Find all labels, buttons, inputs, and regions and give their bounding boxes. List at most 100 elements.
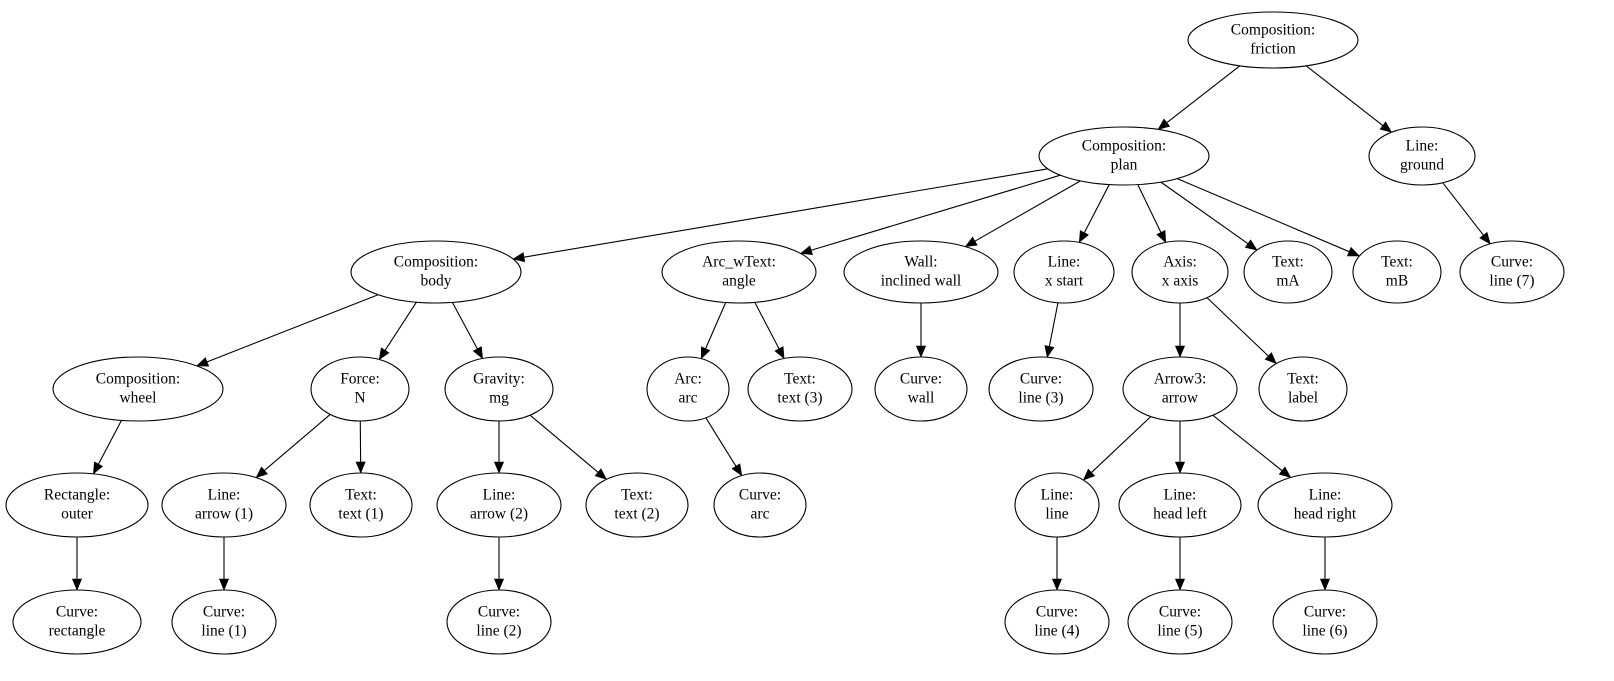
- node-shape-curvearc[interactable]: [713, 472, 807, 538]
- edge-plan-to-mA: [1160, 181, 1249, 245]
- node-arrow2[interactable]: Line:arrow (2): [436, 472, 562, 538]
- edge-friction-to-ground: [1305, 65, 1384, 126]
- node-textlabel[interactable]: Text:label: [1258, 356, 1348, 422]
- node-text3[interactable]: Text:text (3): [747, 356, 853, 422]
- node-shape-text2[interactable]: [585, 472, 689, 538]
- node-shape-arrow2[interactable]: [436, 472, 562, 538]
- node-lineline[interactable]: Line:line: [1014, 472, 1100, 538]
- node-shape-curveline4[interactable]: [1004, 589, 1110, 655]
- node-shape-text1[interactable]: [309, 472, 413, 538]
- node-label-name-wheel: wheel: [119, 390, 156, 407]
- node-shape-xaxis[interactable]: [1131, 240, 1229, 304]
- node-shape-rectouter[interactable]: [5, 472, 149, 538]
- node-text1[interactable]: Text:text (1): [309, 472, 413, 538]
- node-shape-headright[interactable]: [1257, 472, 1393, 538]
- node-shape-curveline2[interactable]: [446, 589, 552, 655]
- node-shape-gravitymg[interactable]: [444, 356, 554, 422]
- node-curveline2[interactable]: Curve:line (2): [446, 589, 552, 655]
- node-arrow1[interactable]: Line:arrow (1): [161, 472, 287, 538]
- node-label-type-curverect: Curve:: [56, 604, 98, 621]
- node-shape-line7[interactable]: [1459, 240, 1565, 304]
- node-wheel[interactable]: Composition:wheel: [52, 356, 224, 422]
- node-label-type-xaxis: Axis:: [1163, 254, 1197, 271]
- node-angle[interactable]: Arc_wText:angle: [661, 240, 817, 304]
- node-shape-inclinedwall[interactable]: [843, 240, 999, 304]
- node-curverect[interactable]: Curve: rectangle: [12, 589, 142, 655]
- node-label-name-arc: arc: [679, 390, 698, 407]
- node-inclinedwall[interactable]: Wall:inclined wall: [843, 240, 999, 304]
- arrowhead-friction-to-ground: [1379, 121, 1393, 133]
- node-friction[interactable]: Composition:friction: [1187, 11, 1359, 69]
- node-mB[interactable]: Text:mB: [1352, 240, 1442, 304]
- arrowhead-arc-to-curvearc: [731, 463, 743, 477]
- node-shape-curveline6[interactable]: [1272, 589, 1378, 655]
- node-plan[interactable]: Composition:plan: [1038, 126, 1210, 186]
- node-shape-angle[interactable]: [661, 240, 817, 304]
- node-ground[interactable]: Line:ground: [1368, 126, 1476, 186]
- node-shape-line3[interactable]: [988, 356, 1094, 422]
- arrowhead-arrow3-to-headleft: [1174, 461, 1186, 474]
- arrowhead-headright-to-curveline6: [1319, 578, 1331, 591]
- node-shape-xstart[interactable]: [1013, 240, 1115, 304]
- node-curveline1[interactable]: Curve:line (1): [171, 589, 277, 655]
- node-shape-arc[interactable]: [646, 356, 730, 422]
- node-label-name-rectouter: outer: [61, 506, 94, 523]
- node-shape-arrow3[interactable]: [1122, 356, 1238, 422]
- node-arc[interactable]: Arc:arc: [646, 356, 730, 422]
- node-shape-curveline1[interactable]: [171, 589, 277, 655]
- node-label-name-textlabel: label: [1288, 390, 1318, 407]
- node-shape-headleft[interactable]: [1118, 472, 1242, 538]
- node-shape-body[interactable]: [350, 240, 522, 304]
- node-shape-curvewall[interactable]: [874, 356, 968, 422]
- node-shape-mA[interactable]: [1243, 240, 1333, 304]
- node-xstart[interactable]: Line:x start: [1013, 240, 1115, 304]
- node-label-name-body: body: [421, 273, 452, 290]
- node-curveline4[interactable]: Curve:line (4): [1004, 589, 1110, 655]
- node-shape-lineline[interactable]: [1014, 472, 1100, 538]
- node-line7[interactable]: Curve:line (7): [1459, 240, 1565, 304]
- node-gravitymg[interactable]: Gravity:mg: [444, 356, 554, 422]
- node-shape-forceN[interactable]: [310, 356, 410, 422]
- node-headright[interactable]: Line:head right: [1257, 472, 1393, 538]
- arrowhead-headleft-to-curveline5: [1174, 578, 1186, 591]
- node-xaxis[interactable]: Axis:x axis: [1131, 240, 1229, 304]
- edge-arrow3-to-headright: [1212, 414, 1283, 472]
- node-label-type-arrow3: Arrow3:: [1154, 371, 1207, 388]
- arrowhead-gravitymg-to-text2: [594, 468, 608, 480]
- node-text2[interactable]: Text:text (2): [585, 472, 689, 538]
- node-curveline5[interactable]: Curve:line (5): [1127, 589, 1233, 655]
- arrowhead-arrow1-to-curveline1: [218, 578, 230, 591]
- node-curveline6[interactable]: Curve:line (6): [1272, 589, 1378, 655]
- node-label-name-curverect: rectangle: [49, 623, 106, 640]
- node-curvearc[interactable]: Curve:arc: [713, 472, 807, 538]
- arrowhead-xaxis-to-textlabel: [1264, 352, 1277, 365]
- node-shape-friction[interactable]: [1187, 11, 1359, 69]
- node-headleft[interactable]: Line:head left: [1118, 472, 1242, 538]
- arrowhead-xaxis-to-arrow3: [1174, 345, 1186, 358]
- node-shape-curverect[interactable]: [12, 589, 142, 655]
- node-shape-text3[interactable]: [747, 356, 853, 422]
- node-shape-textlabel[interactable]: [1258, 356, 1348, 422]
- node-arrow3[interactable]: Arrow3:arrow: [1122, 356, 1238, 422]
- node-label-name-curvewall: wall: [908, 390, 935, 407]
- node-label-type-line3: Curve:: [1020, 371, 1062, 388]
- node-rectouter[interactable]: Rectangle:outer: [5, 472, 149, 538]
- arrowhead-plan-to-angle: [799, 245, 813, 256]
- node-label-type-curveline6: Curve:: [1304, 604, 1346, 621]
- node-shape-arrow1[interactable]: [161, 472, 287, 538]
- node-shape-wheel[interactable]: [52, 356, 224, 422]
- node-shape-ground[interactable]: [1368, 126, 1476, 186]
- node-line3[interactable]: Curve:line (3): [988, 356, 1094, 422]
- node-shape-plan[interactable]: [1038, 126, 1210, 186]
- node-curvewall[interactable]: Curve:wall: [874, 356, 968, 422]
- node-label-name-curvearc: arc: [751, 506, 770, 523]
- node-body[interactable]: Composition:body: [350, 240, 522, 304]
- nodes-layer: Composition:frictionComposition:planLine…: [5, 11, 1565, 655]
- edge-arrow3-to-lineline: [1091, 416, 1152, 473]
- node-shape-mB[interactable]: [1352, 240, 1442, 304]
- node-label-type-plan: Composition:: [1082, 138, 1166, 155]
- node-shape-curveline5[interactable]: [1127, 589, 1233, 655]
- node-mA[interactable]: Text:mA: [1243, 240, 1333, 304]
- edge-plan-to-inclinedwall: [974, 180, 1081, 242]
- node-forceN[interactable]: Force:N: [310, 356, 410, 422]
